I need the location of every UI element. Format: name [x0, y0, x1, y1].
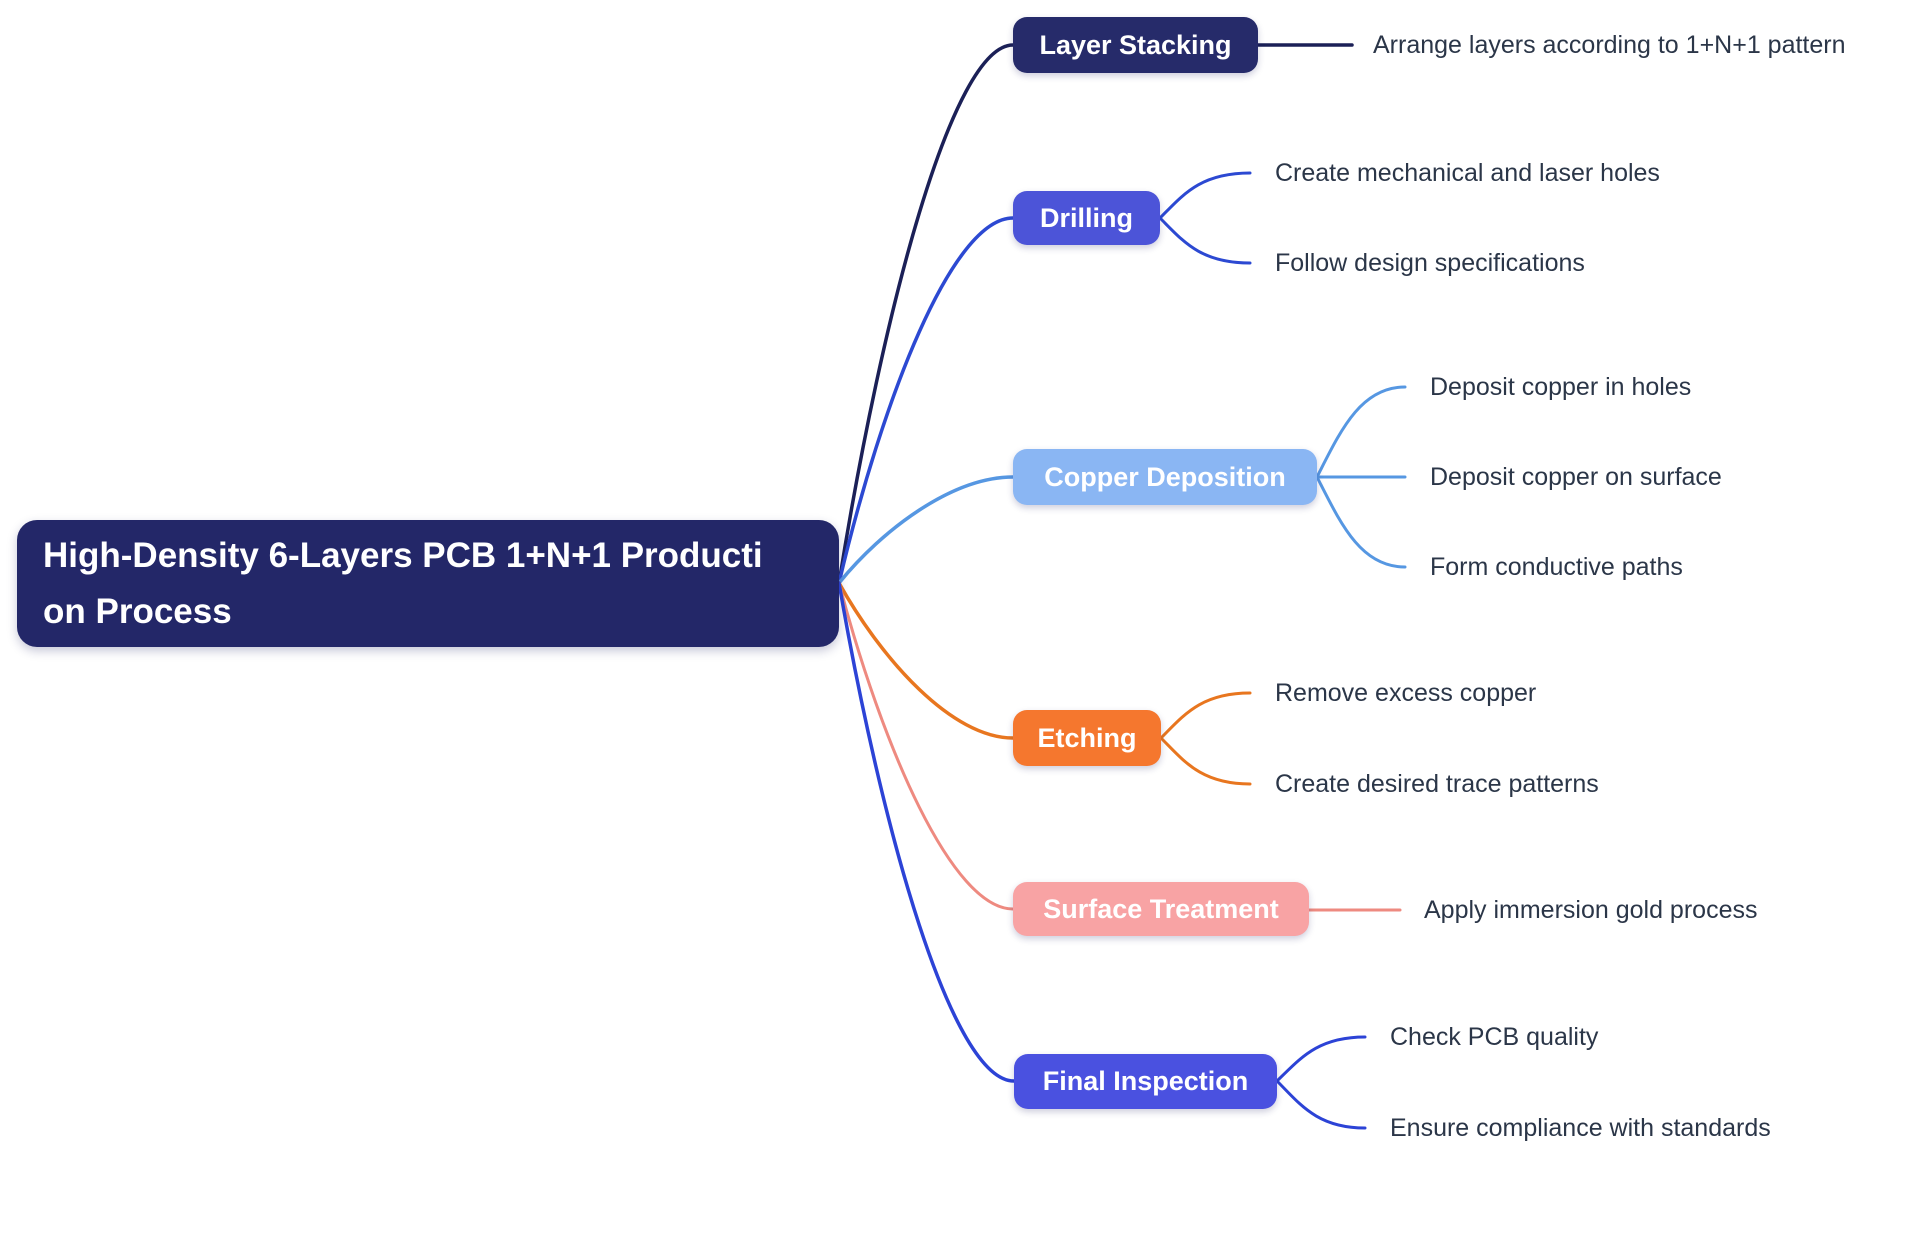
- branch-node-drilling[interactable]: Drilling: [1013, 191, 1160, 245]
- leaf-layer-stacking-0[interactable]: Arrange layers according to 1+N+1 patter…: [1373, 31, 1846, 59]
- leaf-copper-deposition-1[interactable]: Deposit copper on surface: [1430, 463, 1722, 491]
- link-root-copper-deposition: [837, 475, 1015, 585]
- leaf-surface-treatment-0[interactable]: Apply immersion gold process: [1424, 896, 1758, 924]
- link-root-drilling: [837, 216, 1015, 585]
- leaf-final-inspection-0[interactable]: Check PCB quality: [1390, 1023, 1599, 1051]
- link-drilling-leaf-0: [1158, 171, 1252, 220]
- branch-label: Copper Deposition: [1044, 461, 1286, 492]
- link-root-etching: [837, 581, 1015, 740]
- branch-label: Etching: [1037, 722, 1137, 753]
- root-title-line-2: on Process: [43, 591, 232, 631]
- branch-node-layer-stacking[interactable]: Layer Stacking: [1013, 17, 1258, 73]
- link-root-layer-stacking: [837, 43, 1015, 585]
- leaf-final-inspection-1[interactable]: Ensure compliance with standards: [1390, 1114, 1771, 1142]
- link-drilling-leaf-1: [1158, 216, 1252, 265]
- leaf-drilling-1[interactable]: Follow design specifications: [1275, 249, 1585, 277]
- branch-node-etching[interactable]: Etching: [1013, 710, 1161, 766]
- root-title-line-1: High-Density 6-Layers PCB 1+N+1 Producti: [43, 535, 763, 575]
- link-etching-leaf-0: [1159, 691, 1252, 740]
- branch-label: Layer Stacking: [1039, 29, 1232, 60]
- link-etching-leaf-1: [1159, 736, 1252, 786]
- leaf-drilling-0[interactable]: Create mechanical and laser holes: [1275, 159, 1660, 187]
- link-copper-deposition-leaf-0: [1315, 385, 1407, 479]
- link-final-inspection-leaf-1: [1275, 1079, 1367, 1130]
- link-final-inspection-leaf-0: [1275, 1035, 1367, 1083]
- branch-node-surface-treatment[interactable]: Surface Treatment: [1013, 882, 1309, 936]
- leaf-etching-1[interactable]: Create desired trace patterns: [1275, 770, 1599, 798]
- branch-label: Drilling: [1040, 202, 1133, 233]
- leaf-copper-deposition-2[interactable]: Form conductive paths: [1430, 553, 1683, 581]
- root-node[interactable]: High-Density 6-Layers PCB 1+N+1 Producti…: [17, 520, 839, 647]
- branch-label: Surface Treatment: [1043, 893, 1279, 924]
- branch-node-copper-deposition[interactable]: Copper Deposition: [1013, 449, 1317, 505]
- link-root-final-inspection: [837, 581, 1016, 1083]
- branch-label: Final Inspection: [1042, 1066, 1249, 1096]
- link-copper-deposition-leaf-2: [1315, 475, 1407, 569]
- branch-node-final-inspection[interactable]: Final Inspection: [1014, 1054, 1277, 1109]
- leaf-copper-deposition-0[interactable]: Deposit copper in holes: [1430, 373, 1692, 401]
- leaf-etching-0[interactable]: Remove excess copper: [1275, 679, 1537, 707]
- link-root-surface-treatment: [837, 581, 1015, 911]
